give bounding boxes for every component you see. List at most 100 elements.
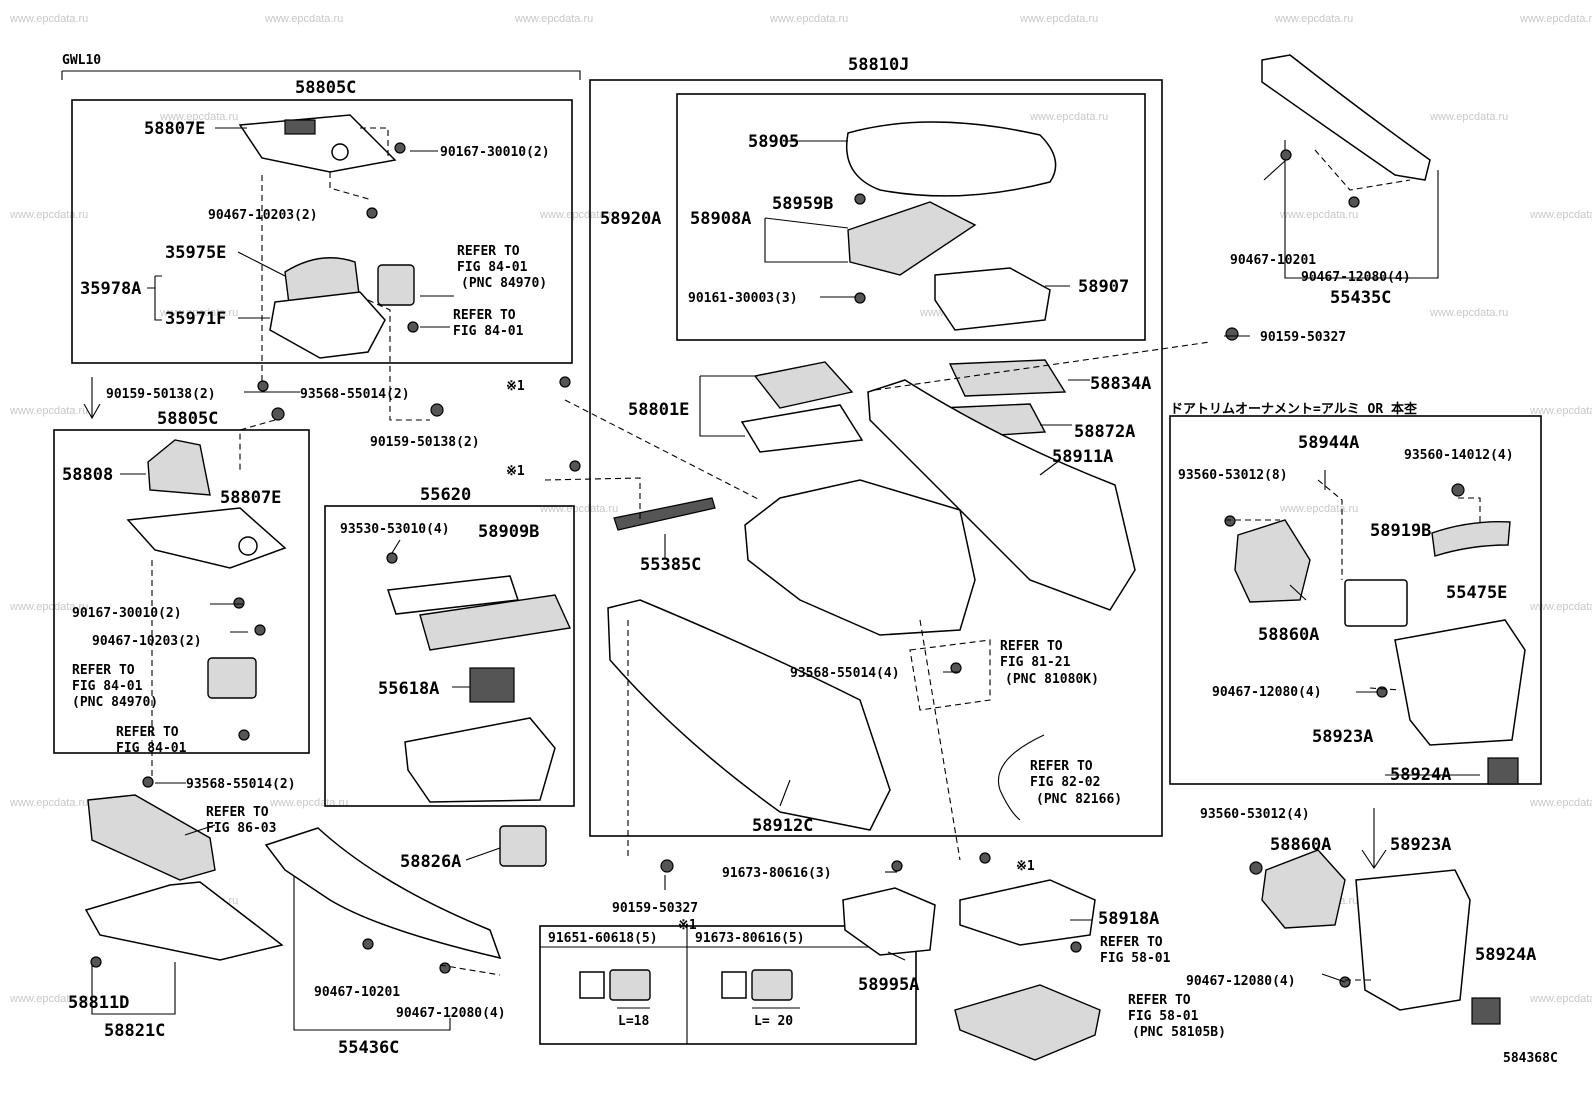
part-tray: [404, 717, 556, 803]
label-55618a: 55618A: [378, 679, 439, 699]
label-90467-10201-b: 90467-10201: [1230, 253, 1316, 268]
part-55475e: [1431, 521, 1511, 557]
screw-icon: [407, 321, 419, 333]
part-drawings: [84, 54, 1526, 1061]
label-90467-10203-low: 90467-10203(2): [92, 634, 202, 649]
label-58924a-a: 58924A: [1390, 765, 1451, 785]
label-58808: 58808: [62, 465, 113, 485]
part-58807e-low-hole: [238, 536, 258, 556]
ref-58-01-pnc-c: (PNC 58105B): [1132, 1025, 1226, 1040]
watermark-text: www.epcdata.ru: [1529, 209, 1592, 221]
watermark-text: www.epcdata.ru: [539, 209, 618, 221]
label-90467-12080-d: 90467-12080(4): [1186, 974, 1296, 989]
watermark-text: www.epcdata.ru: [159, 307, 238, 319]
label-58944a: 58944A: [1298, 433, 1359, 453]
label-90159-50138-b: 90159-50138(2): [370, 435, 480, 450]
label-90167-30010-top: 90167-30010(2): [440, 145, 550, 160]
table-len-2: L= 20: [754, 1014, 793, 1029]
watermark-text: www.epcdata.ru: [1274, 13, 1353, 25]
box-58810j: [589, 79, 1163, 837]
clip-icon: [1225, 327, 1239, 341]
watermark-text: www.epcdata.ru: [9, 797, 88, 809]
mark-1-a: ※1: [506, 379, 525, 394]
part-55385c: [613, 497, 716, 531]
label-93560-14012-4: 93560-14012(4): [1404, 448, 1514, 463]
watermark-text: www.epcdata.ru: [1529, 797, 1592, 809]
watermark-text: www.epcdata.ru: [769, 13, 848, 25]
box-58920a: [676, 93, 1146, 341]
watermark-text: www.epcdata.ru: [1429, 111, 1508, 123]
screw-icon: [979, 852, 991, 864]
label-91673-80616-3: 91673-80616(3): [722, 866, 832, 881]
clip-icon: [1451, 483, 1465, 497]
label-90159-50327-a: 90159-50327: [1260, 330, 1346, 345]
gwl10-bracket: [62, 70, 581, 80]
labels: GWL10 ドアトリムオーナメント=アルミ OR 本杢 584368C 5880…: [62, 53, 1558, 1066]
bracket-58821c: [91, 962, 176, 1015]
mark-1-b: ※1: [506, 464, 525, 479]
label-58872a: 58872A: [1074, 422, 1135, 442]
box-door-trim: [1169, 415, 1542, 785]
part-knob-ref: [377, 264, 415, 306]
ref-low-a: REFER TO: [116, 725, 179, 740]
label-58807e-top: 58807E: [144, 119, 205, 139]
part-58834a: [948, 359, 1067, 397]
bolt-91673: [721, 969, 800, 1009]
ref-81-21-a: REFER TO: [1000, 639, 1063, 654]
label-93560-53012-8: 93560-53012(8): [1178, 468, 1288, 483]
screw-icon: [891, 860, 903, 872]
screw-icon: [569, 460, 581, 472]
ref-86-03-b: FIG 86-03: [206, 821, 276, 836]
screw-icon: [854, 193, 866, 205]
watermark-text: www.epcdata.ru: [514, 13, 593, 25]
part-58801e: [740, 404, 864, 453]
part-mat: [753, 361, 854, 409]
part-58808: [147, 439, 211, 496]
watermark-text: www.epcdata.ru: [9, 13, 88, 25]
label-90467-10203-top: 90467-10203(2): [208, 208, 318, 223]
watermark-text: www.epcdata.ru: [159, 111, 238, 123]
label-90161-30003: 90161-30003(3): [688, 291, 798, 306]
watermark-text: www.epcdata.ru: [1429, 307, 1508, 319]
label-58919b: 58919B: [1370, 521, 1431, 541]
ref-82-02-a: REFER TO: [1030, 759, 1093, 774]
ref-84-01-pnc-b: FIG 84-01: [457, 260, 528, 275]
ref-84-01-pnc-a: REFER TO: [457, 244, 520, 259]
bolt-91651: [579, 969, 651, 1009]
ref-low-pnc-b: FIG 84-01: [72, 679, 143, 694]
label-58923a-a: 58923A: [1312, 727, 1373, 747]
label-58801e: 58801E: [628, 400, 689, 420]
watermark-text: www.epcdata.ru: [1529, 601, 1592, 613]
watermark-text: www.epcdata.ru: [1029, 111, 1108, 123]
part-58860a-a: [1234, 519, 1311, 603]
harness: [998, 734, 1045, 821]
label-58959b: 58959B: [772, 194, 833, 214]
label-58811d: 58811D: [68, 993, 129, 1013]
ref-81-21-b: FIG 81-21: [1000, 655, 1071, 670]
clip-icon: [1249, 861, 1263, 875]
label-90467-12080-b: 90467-12080(4): [1301, 270, 1411, 285]
screw-icon: [238, 729, 250, 741]
screw-icon: [233, 597, 245, 609]
label-93530-53010: 93530-53010(4): [340, 522, 450, 537]
japanese-note: ドアトリムオーナメント=アルミ OR 本杢: [1170, 401, 1418, 417]
part-58807e-top: [238, 114, 397, 173]
ref-58-01-a: REFER TO: [1100, 935, 1163, 950]
label-58860a-b: 58860A: [1270, 835, 1331, 855]
part-lower-bracket: [954, 984, 1101, 1061]
label-55436c: 55436C: [338, 1038, 399, 1058]
part-55435c: [1261, 54, 1431, 181]
label-58805c-low: 58805C: [157, 409, 218, 429]
arrow-down-right: [1361, 808, 1387, 869]
watermark-text: www.epcdata.ru: [9, 405, 88, 417]
label-90167-30010-low: 90167-30010(2): [72, 606, 182, 621]
screw-icon: [394, 142, 406, 154]
screw-icon: [1224, 515, 1236, 527]
label-58924a-b: 58924A: [1475, 945, 1536, 965]
part-58905: [846, 121, 1057, 197]
box-bolt-table: [539, 925, 917, 1045]
part-58924a-a: [1487, 757, 1519, 785]
label-90159-50327-b: 90159-50327: [612, 901, 698, 916]
label-58995a: 58995A: [858, 975, 919, 995]
part-58860a-b: [1261, 849, 1346, 929]
